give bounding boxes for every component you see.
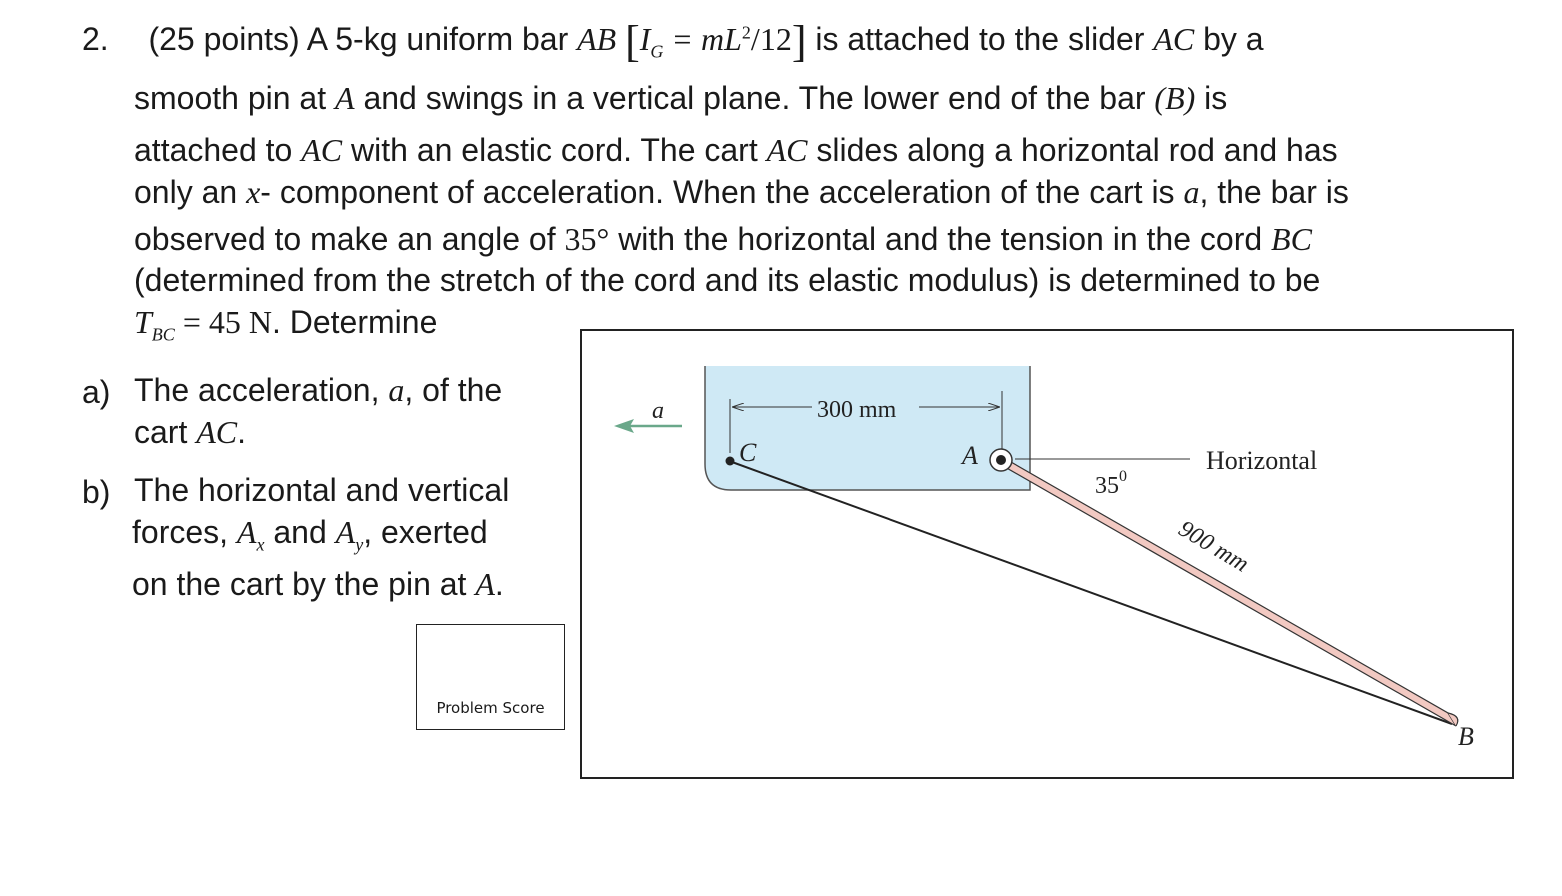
text: , the bar is — [1199, 174, 1349, 210]
text: smooth pin at — [134, 80, 327, 116]
point-B-label: B — [1458, 722, 1474, 751]
math-sup: 2 — [741, 22, 751, 43]
dimension-label: 300 mm — [817, 397, 897, 423]
part-b-line-2: forces, Ax and Ay, exerted — [132, 516, 488, 553]
math-AC: AC — [766, 132, 808, 168]
text: - component of acceleration. When the ac… — [260, 174, 1175, 210]
cord-BC — [731, 461, 1453, 725]
figure-frame: a 300 mm C Horizontal 350 A 900 mm B — [580, 329, 1514, 779]
problem-line-3: attached to AC with an elastic cord. The… — [134, 134, 1338, 166]
point-A-label: A — [960, 441, 978, 470]
part-a-line-2: cart AC. — [134, 416, 246, 448]
text: only an — [134, 174, 238, 210]
text: The acceleration, — [134, 372, 380, 408]
text: with an elastic cord. The cart — [351, 132, 758, 168]
problem-score-box[interactable]: Problem Score — [416, 624, 565, 730]
text: , exerted — [363, 514, 488, 550]
cart-outline — [704, 366, 1031, 491]
math-a: a — [388, 372, 405, 408]
text: A 5-kg uniform bar — [306, 21, 569, 57]
point-C — [725, 456, 735, 466]
angle-label: 350 — [1095, 468, 1127, 499]
text: . — [494, 566, 504, 602]
text: The horizontal and vertical — [134, 472, 510, 508]
problem-line-5: observed to make an angle of 35° with th… — [134, 223, 1312, 255]
math-I: I — [639, 21, 651, 57]
part-b-line-1: The horizontal and vertical — [134, 474, 509, 506]
bar-end-B — [1447, 712, 1459, 727]
text: on the cart by the pin at — [132, 566, 467, 602]
bracket-close: ] — [791, 17, 807, 66]
text: slides along a horizontal rod and has — [816, 132, 1338, 168]
math-A: A — [335, 514, 356, 550]
acceleration-arrowhead — [614, 419, 634, 433]
math: = mL — [663, 21, 742, 57]
problem-score-label: Problem Score — [436, 699, 545, 717]
text: forces, — [132, 514, 229, 550]
problem-points: (25 points) — [148, 21, 300, 57]
pin-A-inner — [996, 455, 1006, 465]
math-sub: y — [355, 534, 364, 555]
math-A: A — [335, 80, 355, 116]
math-AB: AB — [577, 21, 617, 57]
math-a: a — [1183, 174, 1200, 210]
text: . Determine — [271, 304, 438, 340]
text: is attached to the slider — [815, 21, 1145, 57]
problem-line-7: TBC = 45 N. Determine — [134, 306, 437, 343]
part-b-line-3: on the cart by the pin at A. — [132, 568, 504, 600]
problem-number: 2. — [82, 21, 109, 57]
math: /12 — [750, 21, 792, 57]
math-A: A — [236, 514, 257, 550]
problem-line-1: 2. (25 points) A 5-kg uniform bar AB [IG… — [82, 20, 1264, 64]
text: with the horizontal and the tension in t… — [618, 221, 1263, 257]
figure-diagram: a 300 mm C Horizontal 350 A 900 mm B — [614, 366, 1474, 751]
cart-AC — [705, 366, 1030, 490]
point-C-label: C — [739, 438, 757, 467]
math-BC: BC — [1271, 221, 1312, 257]
text: attached to — [134, 132, 293, 168]
math-value: = 45 N — [174, 304, 272, 340]
part-a-label: a) — [82, 374, 111, 410]
part-b-label: b) — [82, 474, 111, 510]
math-B: (B) — [1154, 80, 1196, 116]
part-a-line-1: The acceleration, a, of the — [134, 374, 502, 406]
text: (determined from the stretch of the cord… — [134, 262, 1321, 298]
math-AC: AC — [301, 132, 343, 168]
acceleration-label: a — [652, 398, 664, 424]
problem-line-2: smooth pin at A and swings in a vertical… — [134, 82, 1227, 114]
text: and — [273, 514, 327, 550]
math-AC: AC — [196, 414, 238, 450]
text: and swings in a vertical plane. The lowe… — [363, 80, 1146, 116]
math-AC: AC — [1153, 21, 1195, 57]
text: observed to make an angle of — [134, 221, 556, 257]
math-T: T — [134, 304, 152, 340]
text: is — [1204, 80, 1228, 116]
text: by a — [1203, 21, 1264, 57]
problem-line-4: only an x- component of acceleration. Wh… — [134, 176, 1349, 208]
text: . — [237, 414, 247, 450]
horizontal-label: Horizontal — [1206, 446, 1317, 475]
math-angle: 35° — [564, 221, 610, 257]
text: cart — [134, 414, 188, 450]
math-A: A — [475, 566, 495, 602]
math-sub: G — [650, 41, 664, 62]
math-x: x — [246, 174, 261, 210]
problem-line-6: (determined from the stretch of the cord… — [134, 264, 1320, 296]
math-sub: BC — [151, 324, 175, 345]
text: , of the — [404, 372, 503, 408]
math-sub: x — [256, 534, 265, 555]
bracket-open: [ — [625, 17, 640, 66]
bar-AB — [996, 453, 1457, 727]
